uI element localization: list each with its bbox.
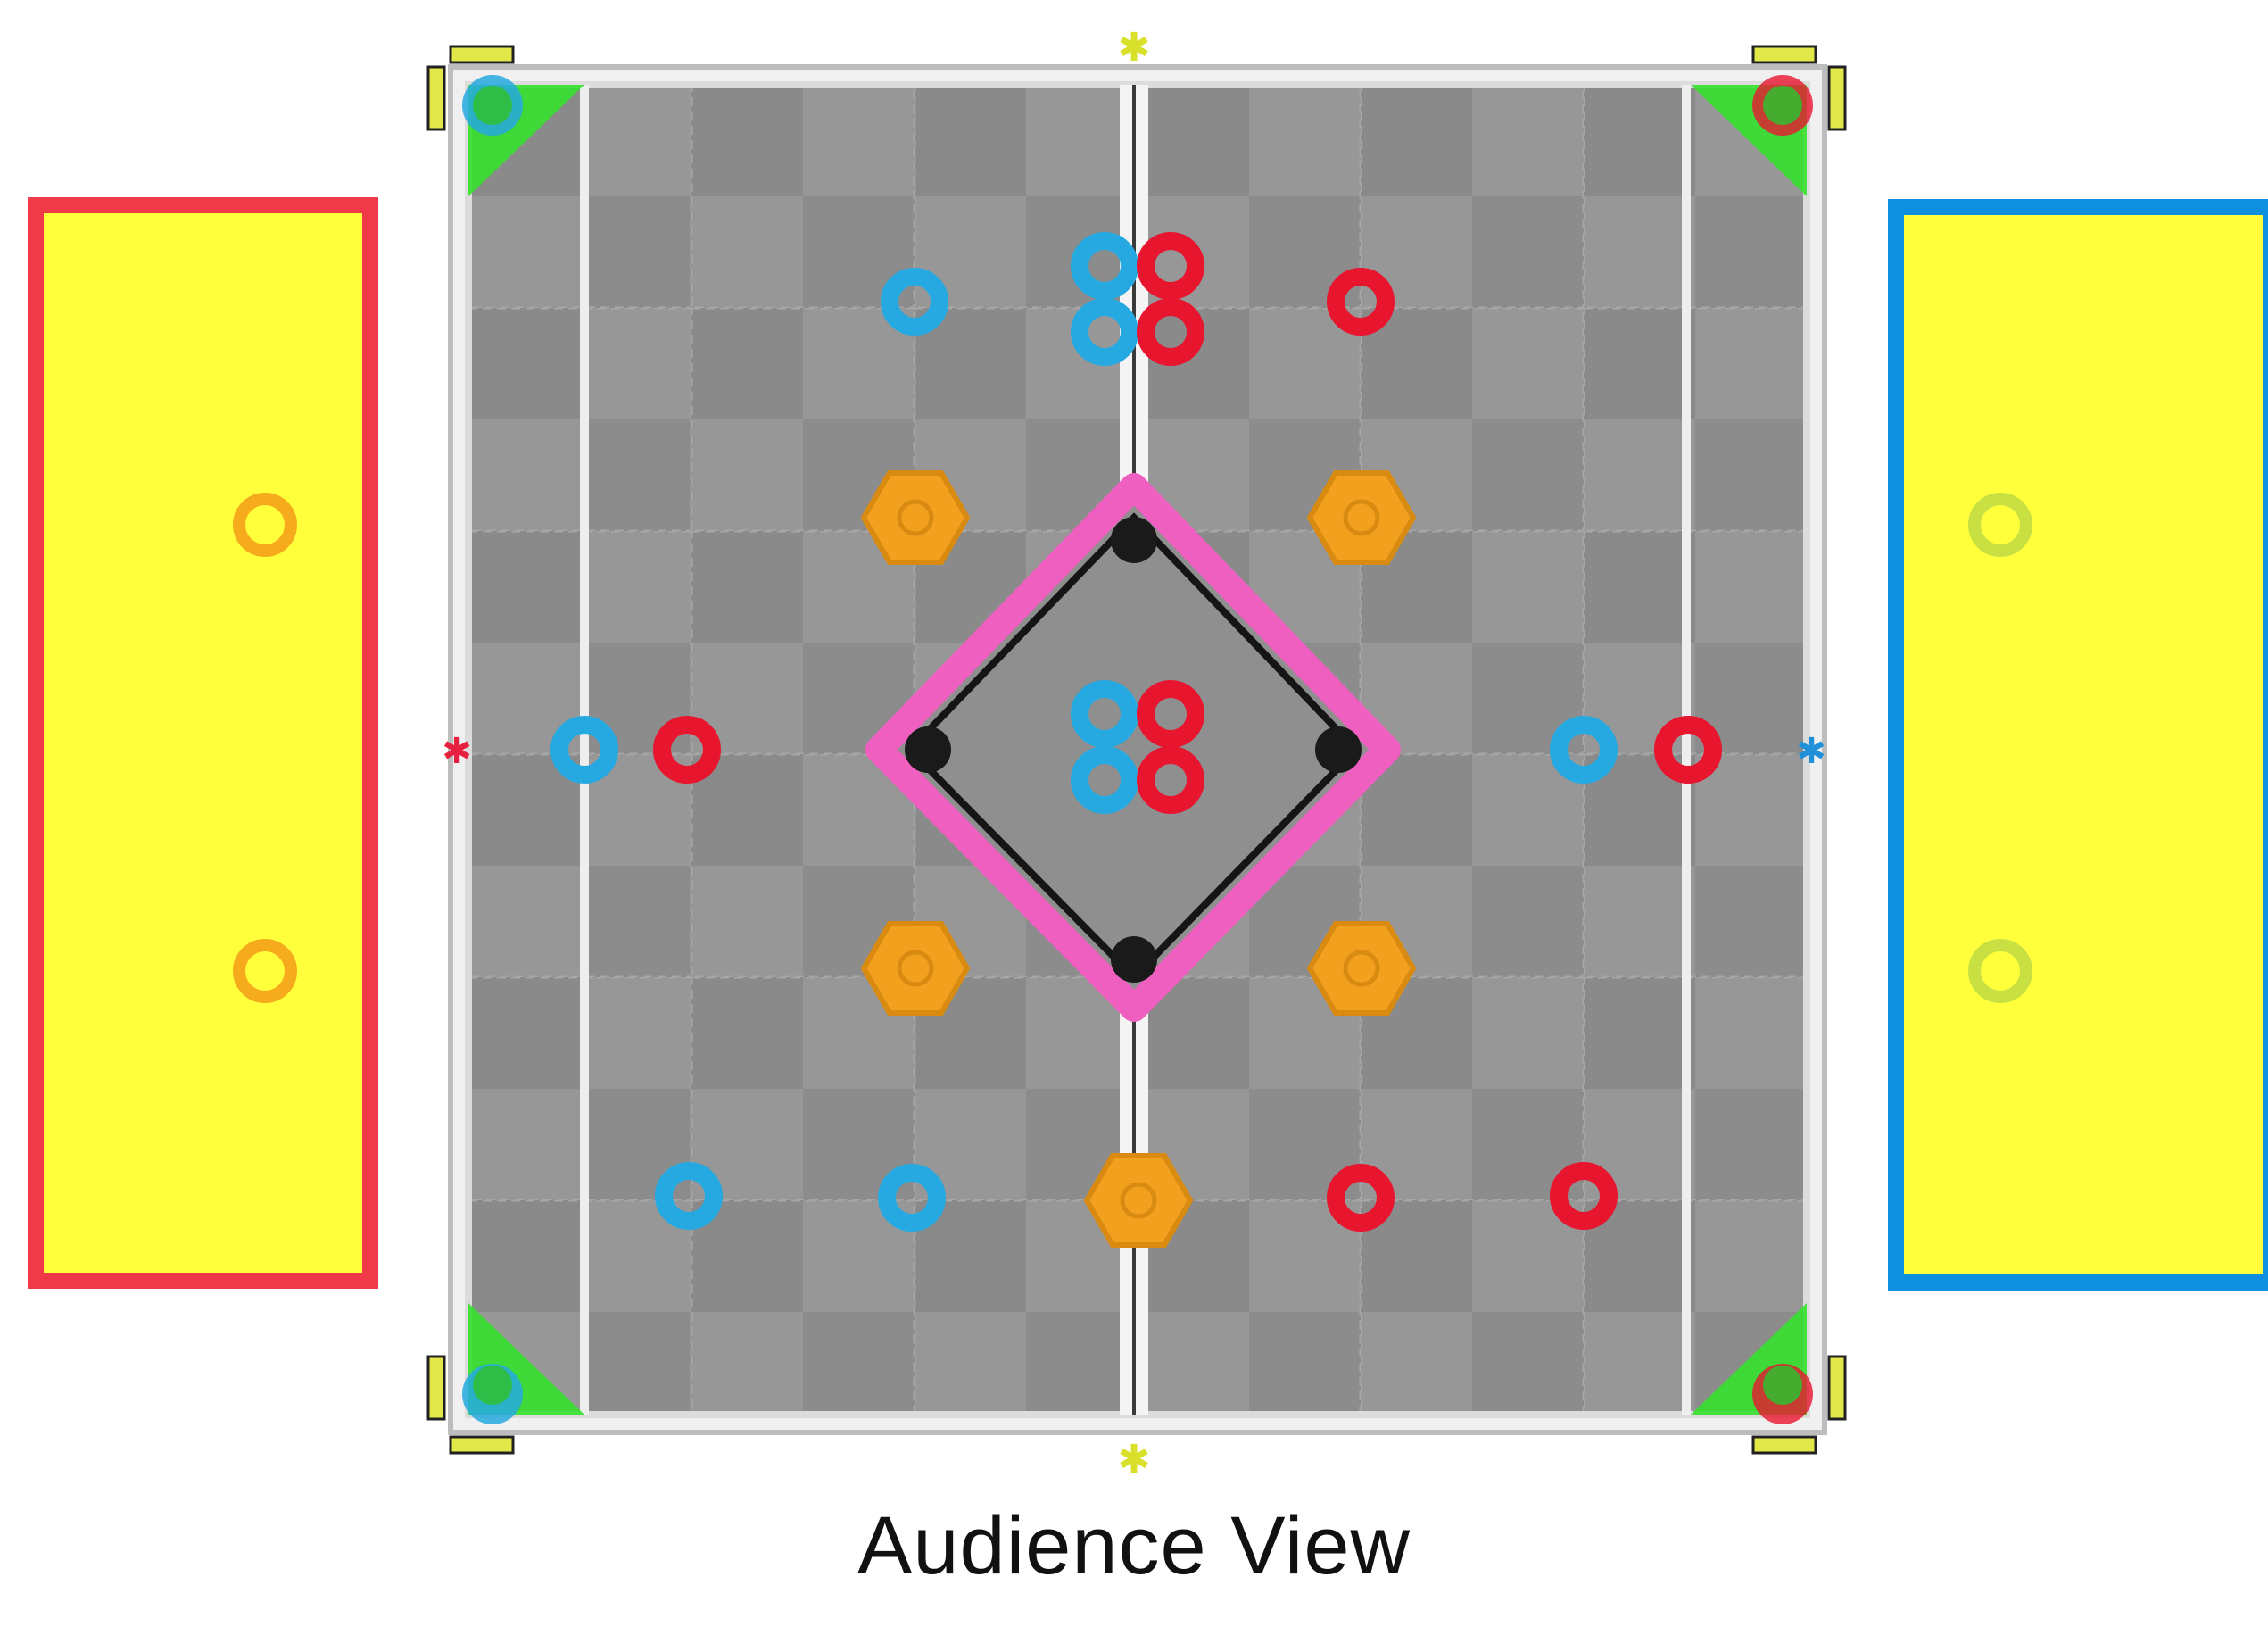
center-platform [865, 473, 1401, 1022]
station-marker-icon [1968, 493, 2032, 557]
ring-icon [1071, 680, 1138, 748]
ring-icon [655, 1162, 723, 1230]
ring-icon [1071, 746, 1138, 814]
ring-icon [653, 716, 721, 784]
ring-icon [1654, 716, 1722, 784]
ring-icon [1327, 1164, 1395, 1232]
corner-zones [462, 75, 1813, 1424]
ring-icon [878, 1164, 946, 1232]
mobile-goal-icon [1083, 1153, 1194, 1248]
ring-icon [1137, 680, 1204, 748]
svg-text:✱: ✱ [442, 731, 472, 772]
mobile-goal-icon [1306, 921, 1417, 1016]
mobile-goal-icon [1306, 470, 1417, 565]
mobile-goal-icon [860, 470, 971, 565]
field-marker-icon: ✱ ✱ ✱ ✱ [442, 25, 1826, 1482]
station-marker-icon [1968, 939, 2032, 1003]
ring-icon [1327, 268, 1395, 336]
ring-icon [1550, 1162, 1618, 1230]
mobile-goal-icon [860, 921, 971, 1016]
station-marker-icon [233, 493, 297, 557]
ring-icon [881, 268, 948, 336]
ring-icon [1137, 746, 1204, 814]
ring-icon [1550, 716, 1618, 784]
ring-icon [550, 716, 618, 784]
rings [550, 232, 1722, 1232]
red-alliance-station [28, 197, 378, 1289]
ring-icon [1071, 232, 1138, 300]
field-corner-markers [426, 45, 1847, 1455]
ring-icon [1137, 232, 1204, 300]
svg-text:✱: ✱ [1796, 731, 1826, 772]
mobile-goals [860, 470, 1417, 1248]
ring-icon [1137, 298, 1204, 366]
svg-text:✱: ✱ [1118, 1437, 1151, 1482]
audience-view-caption: Audience View [857, 1500, 1411, 1591]
station-marker-icon [233, 939, 297, 1003]
blue-alliance-station [1888, 199, 2268, 1291]
ring-icon [1071, 298, 1138, 366]
svg-text:✱: ✱ [1118, 25, 1151, 71]
